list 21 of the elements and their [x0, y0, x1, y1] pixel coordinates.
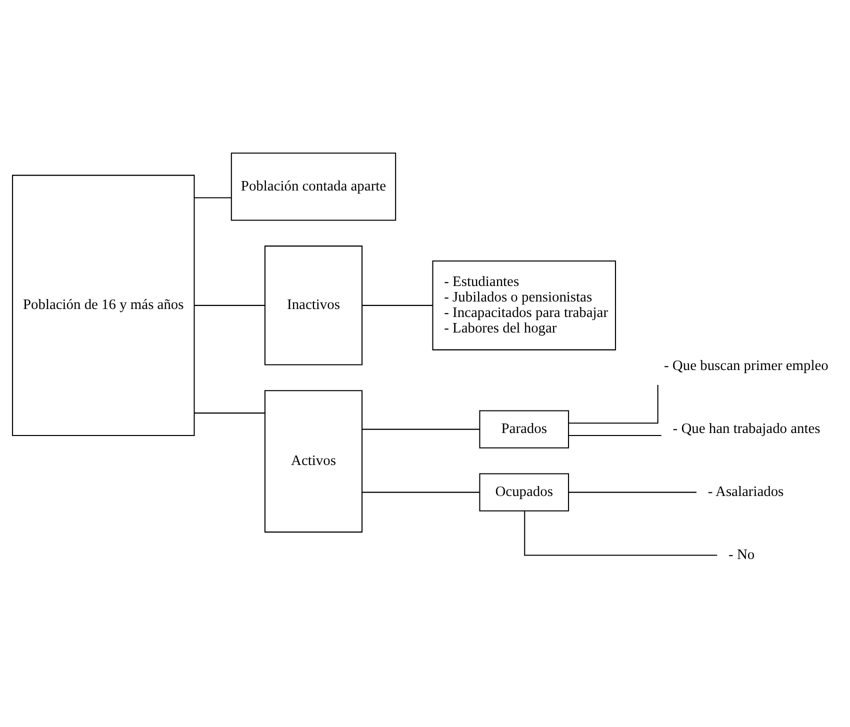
connector [568, 435, 662, 436]
connector [194, 412, 265, 414]
node-box: Inactivos [264, 246, 363, 366]
node-text: - Que han trabajado antes [672, 421, 820, 438]
node-text: - Que buscan primer empleo [664, 358, 828, 374]
connector [362, 304, 433, 306]
node-box: Población contada aparte [230, 152, 396, 221]
node-text: - Asalariados [708, 484, 784, 500]
connector [194, 304, 265, 306]
connector [524, 511, 718, 556]
node-box: Población de 16 y más años [12, 174, 195, 436]
connector [568, 492, 696, 493]
node-box: Ocupados [479, 473, 570, 512]
connector [362, 492, 480, 493]
node-box: - Estudiantes - Jubilados o pensionistas - Incapacitados para trabajar - Labores del hogar [432, 260, 616, 350]
connector [568, 384, 658, 424]
node-box: Parados [479, 410, 570, 448]
connector [194, 197, 232, 198]
node-text: - No [728, 547, 755, 564]
connector [362, 428, 480, 430]
node-box: Activos [264, 390, 363, 533]
